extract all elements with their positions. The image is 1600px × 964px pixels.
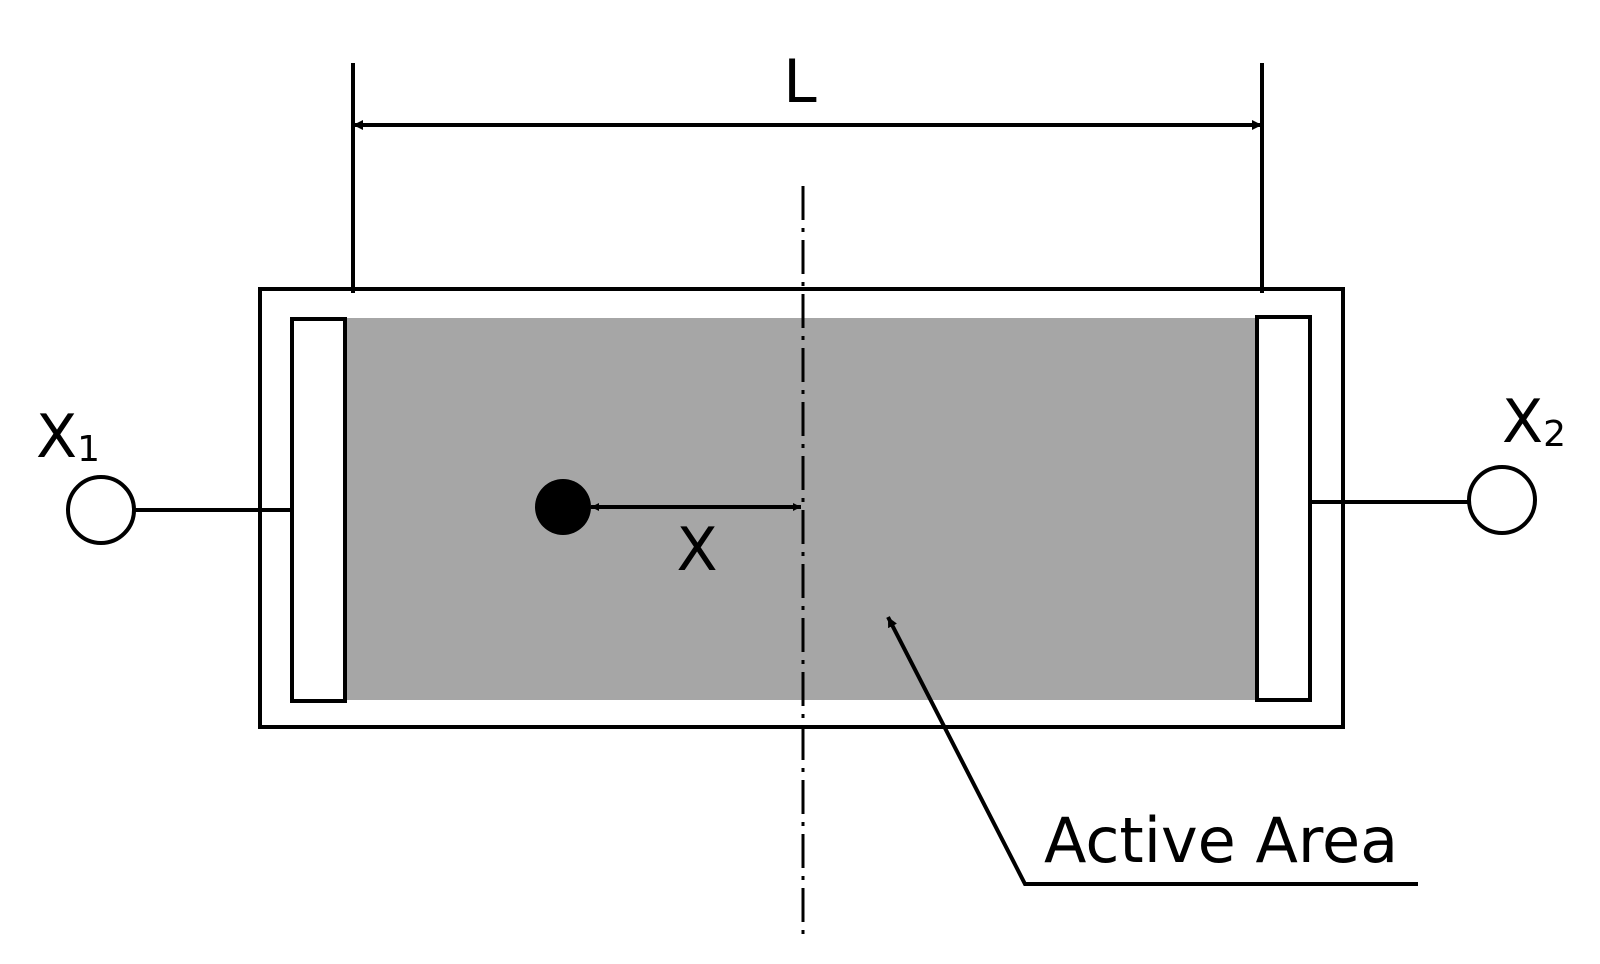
left-electrode — [290, 317, 347, 703]
terminal-1-node — [66, 475, 136, 545]
active-area-leader — [886, 616, 1418, 886]
touch-point — [535, 479, 591, 535]
right-electrode — [1255, 315, 1312, 702]
terminal-1-subscript: 1 — [77, 429, 100, 470]
terminal-1-letter: X — [36, 402, 77, 472]
terminal-2-subscript: 2 — [1543, 414, 1566, 455]
terminal-2-label: X2 — [1502, 387, 1566, 457]
terminal-1-label: X1 — [36, 402, 100, 472]
terminal-2-letter: X — [1502, 387, 1543, 457]
active-area-label: Active Area — [1044, 804, 1398, 877]
offset-label: X — [676, 515, 717, 585]
terminal-2-node — [1467, 465, 1537, 535]
length-label: L — [783, 47, 817, 117]
